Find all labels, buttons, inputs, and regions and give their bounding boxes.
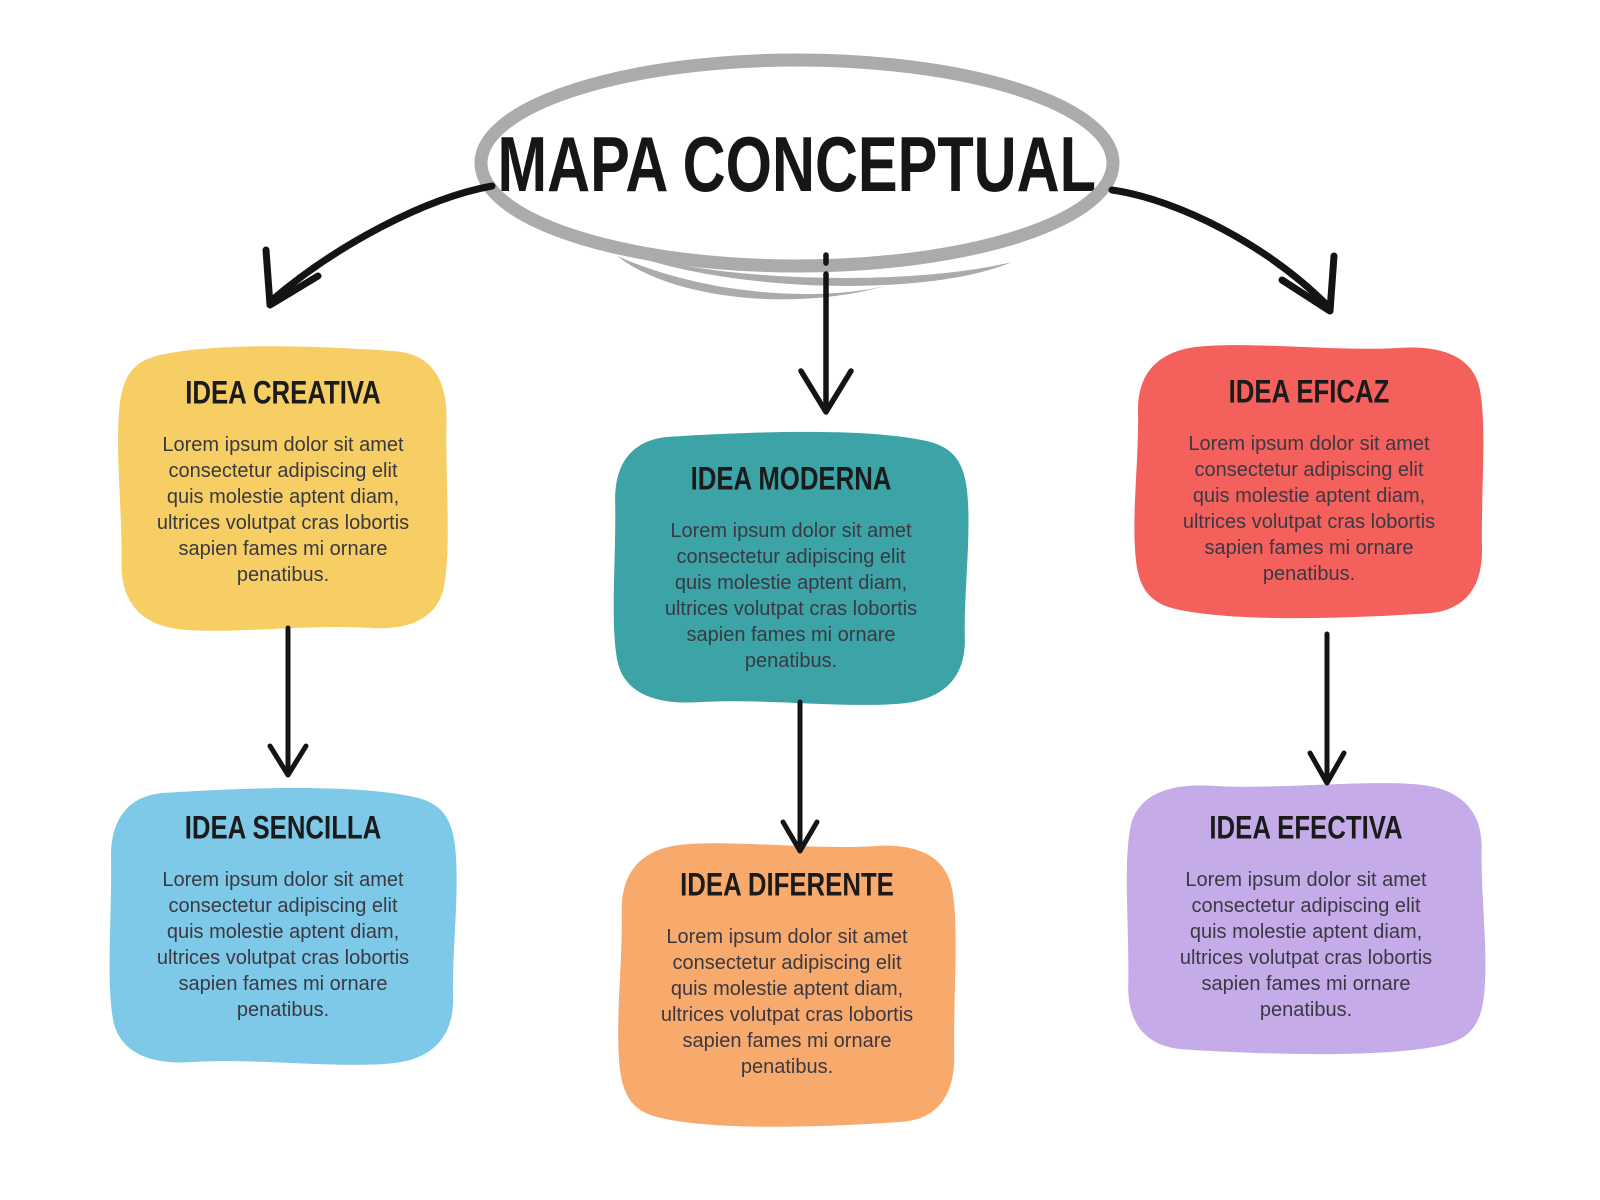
- node-title: IDEA SENCILLA: [184, 809, 382, 846]
- blob-fill: [1134, 345, 1484, 619]
- arrow-idea-creativa-to-idea-sencilla: [267, 625, 309, 778]
- blob-shape: [118, 346, 448, 631]
- blob-shape: [1134, 345, 1484, 619]
- arrow-line: [268, 182, 496, 304]
- node-title: IDEA MODERNA: [690, 460, 892, 497]
- arrow-head: [1278, 252, 1338, 315]
- arrow-title-to-idea-eficaz: [1108, 186, 1338, 315]
- central-topic-node: MAPA CONCEPTUAL: [487, 66, 1107, 262]
- node-body: Lorem ipsum dolor sit amet consectetur a…: [664, 520, 918, 672]
- node-card-idea-creativa: IDEA CREATIVA Lorem ipsum dolor sit amet…: [112, 338, 454, 634]
- blob-fill: [1126, 783, 1486, 1055]
- node-body: Lorem ipsum dolor sit amet consectetur a…: [1182, 433, 1436, 585]
- blob-shape: [618, 843, 956, 1127]
- blob-shape: [1126, 783, 1486, 1055]
- node-body: Lorem ipsum dolor sit amet consectetur a…: [156, 434, 410, 586]
- node-card-idea-eficaz: IDEA EFICAZ Lorem ipsum dolor sit amet c…: [1128, 342, 1490, 626]
- blob-fill: [613, 431, 969, 705]
- arrow-idea-eficaz-to-idea-efectiva: [1307, 631, 1347, 786]
- node-title: IDEA EFICAZ: [1228, 373, 1390, 410]
- node-title: IDEA CREATIVA: [185, 374, 381, 411]
- arrow-title-to-idea-creativa: [262, 182, 496, 309]
- arrow-head: [267, 743, 309, 778]
- node-body: Lorem ipsum dolor sit amet consectetur a…: [660, 926, 914, 1078]
- node-body: Lorem ipsum dolor sit amet consectetur a…: [1179, 869, 1433, 1021]
- node-card-idea-sencilla: IDEA SENCILLA Lorem ipsum dolor sit amet…: [103, 780, 463, 1068]
- blob-fill: [618, 843, 956, 1127]
- blob-shape: [109, 788, 457, 1065]
- node-body: Lorem ipsum dolor sit amet consectetur a…: [156, 869, 410, 1021]
- node-card-idea-efectiva: IDEA EFECTIVA Lorem ipsum dolor sit amet…: [1120, 780, 1492, 1062]
- arrow-idea-moderna-to-idea-diferente: [780, 699, 820, 854]
- node-card-idea-diferente: IDEA DIFERENTE Lorem ipsum dolor sit ame…: [612, 840, 962, 1135]
- arrow-head: [1307, 750, 1347, 786]
- title-underline-swoosh-2: [617, 256, 885, 300]
- blob-shape: [613, 431, 969, 705]
- node-title: IDEA EFECTIVA: [1209, 809, 1403, 846]
- arrow-title-to-idea-moderna: [798, 252, 854, 415]
- central-topic-label: MAPA CONCEPTUAL: [497, 120, 1097, 208]
- arrow-head: [798, 368, 854, 415]
- node-title: IDEA DIFERENTE: [680, 866, 894, 903]
- blob-fill: [118, 346, 448, 631]
- arrow-head: [262, 246, 322, 309]
- arrow-line: [1108, 186, 1332, 310]
- blob-fill: [109, 788, 457, 1065]
- node-card-idea-moderna: IDEA MODERNA Lorem ipsum dolor sit amet …: [607, 424, 975, 708]
